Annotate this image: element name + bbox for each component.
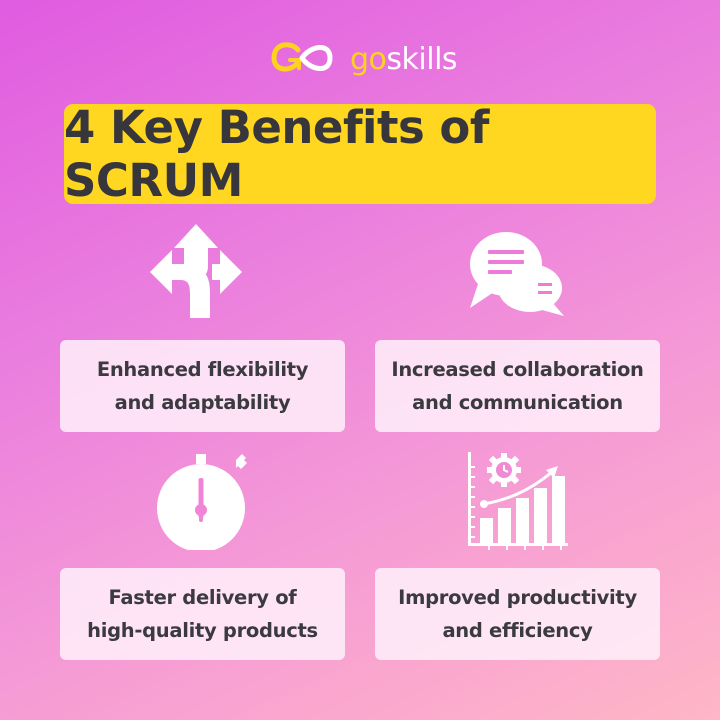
- goskills-logo: goskills: [268, 38, 458, 83]
- benefit-line-2: high-quality products: [87, 619, 318, 642]
- benefit-line-2: and efficiency: [442, 619, 593, 642]
- benefit-card-delivery: Faster delivery of high-quality products: [60, 568, 345, 660]
- benefit-text: Improved productivity and efficiency: [398, 581, 637, 647]
- benefit-line-2: and adaptability: [114, 391, 291, 414]
- infinity-loop-icon: [268, 38, 336, 83]
- benefit-card-collaboration: Increased collaboration and communicatio…: [375, 340, 660, 432]
- logo-text-go: go: [350, 42, 387, 77]
- stopwatch-icon: [156, 450, 252, 550]
- benefit-line-1: Faster delivery of: [108, 586, 297, 609]
- title-banner: 4 Key Benefits of SCRUM: [64, 101, 656, 207]
- logo-text-skills: skills: [386, 42, 458, 77]
- page-title: 4 Key Benefits of SCRUM: [64, 101, 489, 207]
- benefit-card-productivity: Improved productivity and efficiency: [375, 568, 660, 660]
- chat-bubbles-icon: [468, 228, 568, 320]
- benefit-text: Increased collaboration and communicatio…: [391, 353, 644, 419]
- benefit-text: Faster delivery of high-quality products: [87, 581, 318, 647]
- benefit-line-1: Increased collaboration: [391, 358, 644, 381]
- benefit-text: Enhanced flexibility and adaptability: [96, 353, 309, 419]
- growth-chart-gear-icon: [466, 452, 570, 552]
- benefit-line-1: Improved productivity: [398, 586, 637, 609]
- benefit-line-1: Enhanced flexibility: [96, 358, 309, 381]
- direction-arrows-icon: [148, 222, 244, 318]
- benefit-line-2: and communication: [412, 391, 623, 414]
- logo-wordmark: goskills: [350, 40, 458, 80]
- benefit-card-flexibility: Enhanced flexibility and adaptability: [60, 340, 345, 432]
